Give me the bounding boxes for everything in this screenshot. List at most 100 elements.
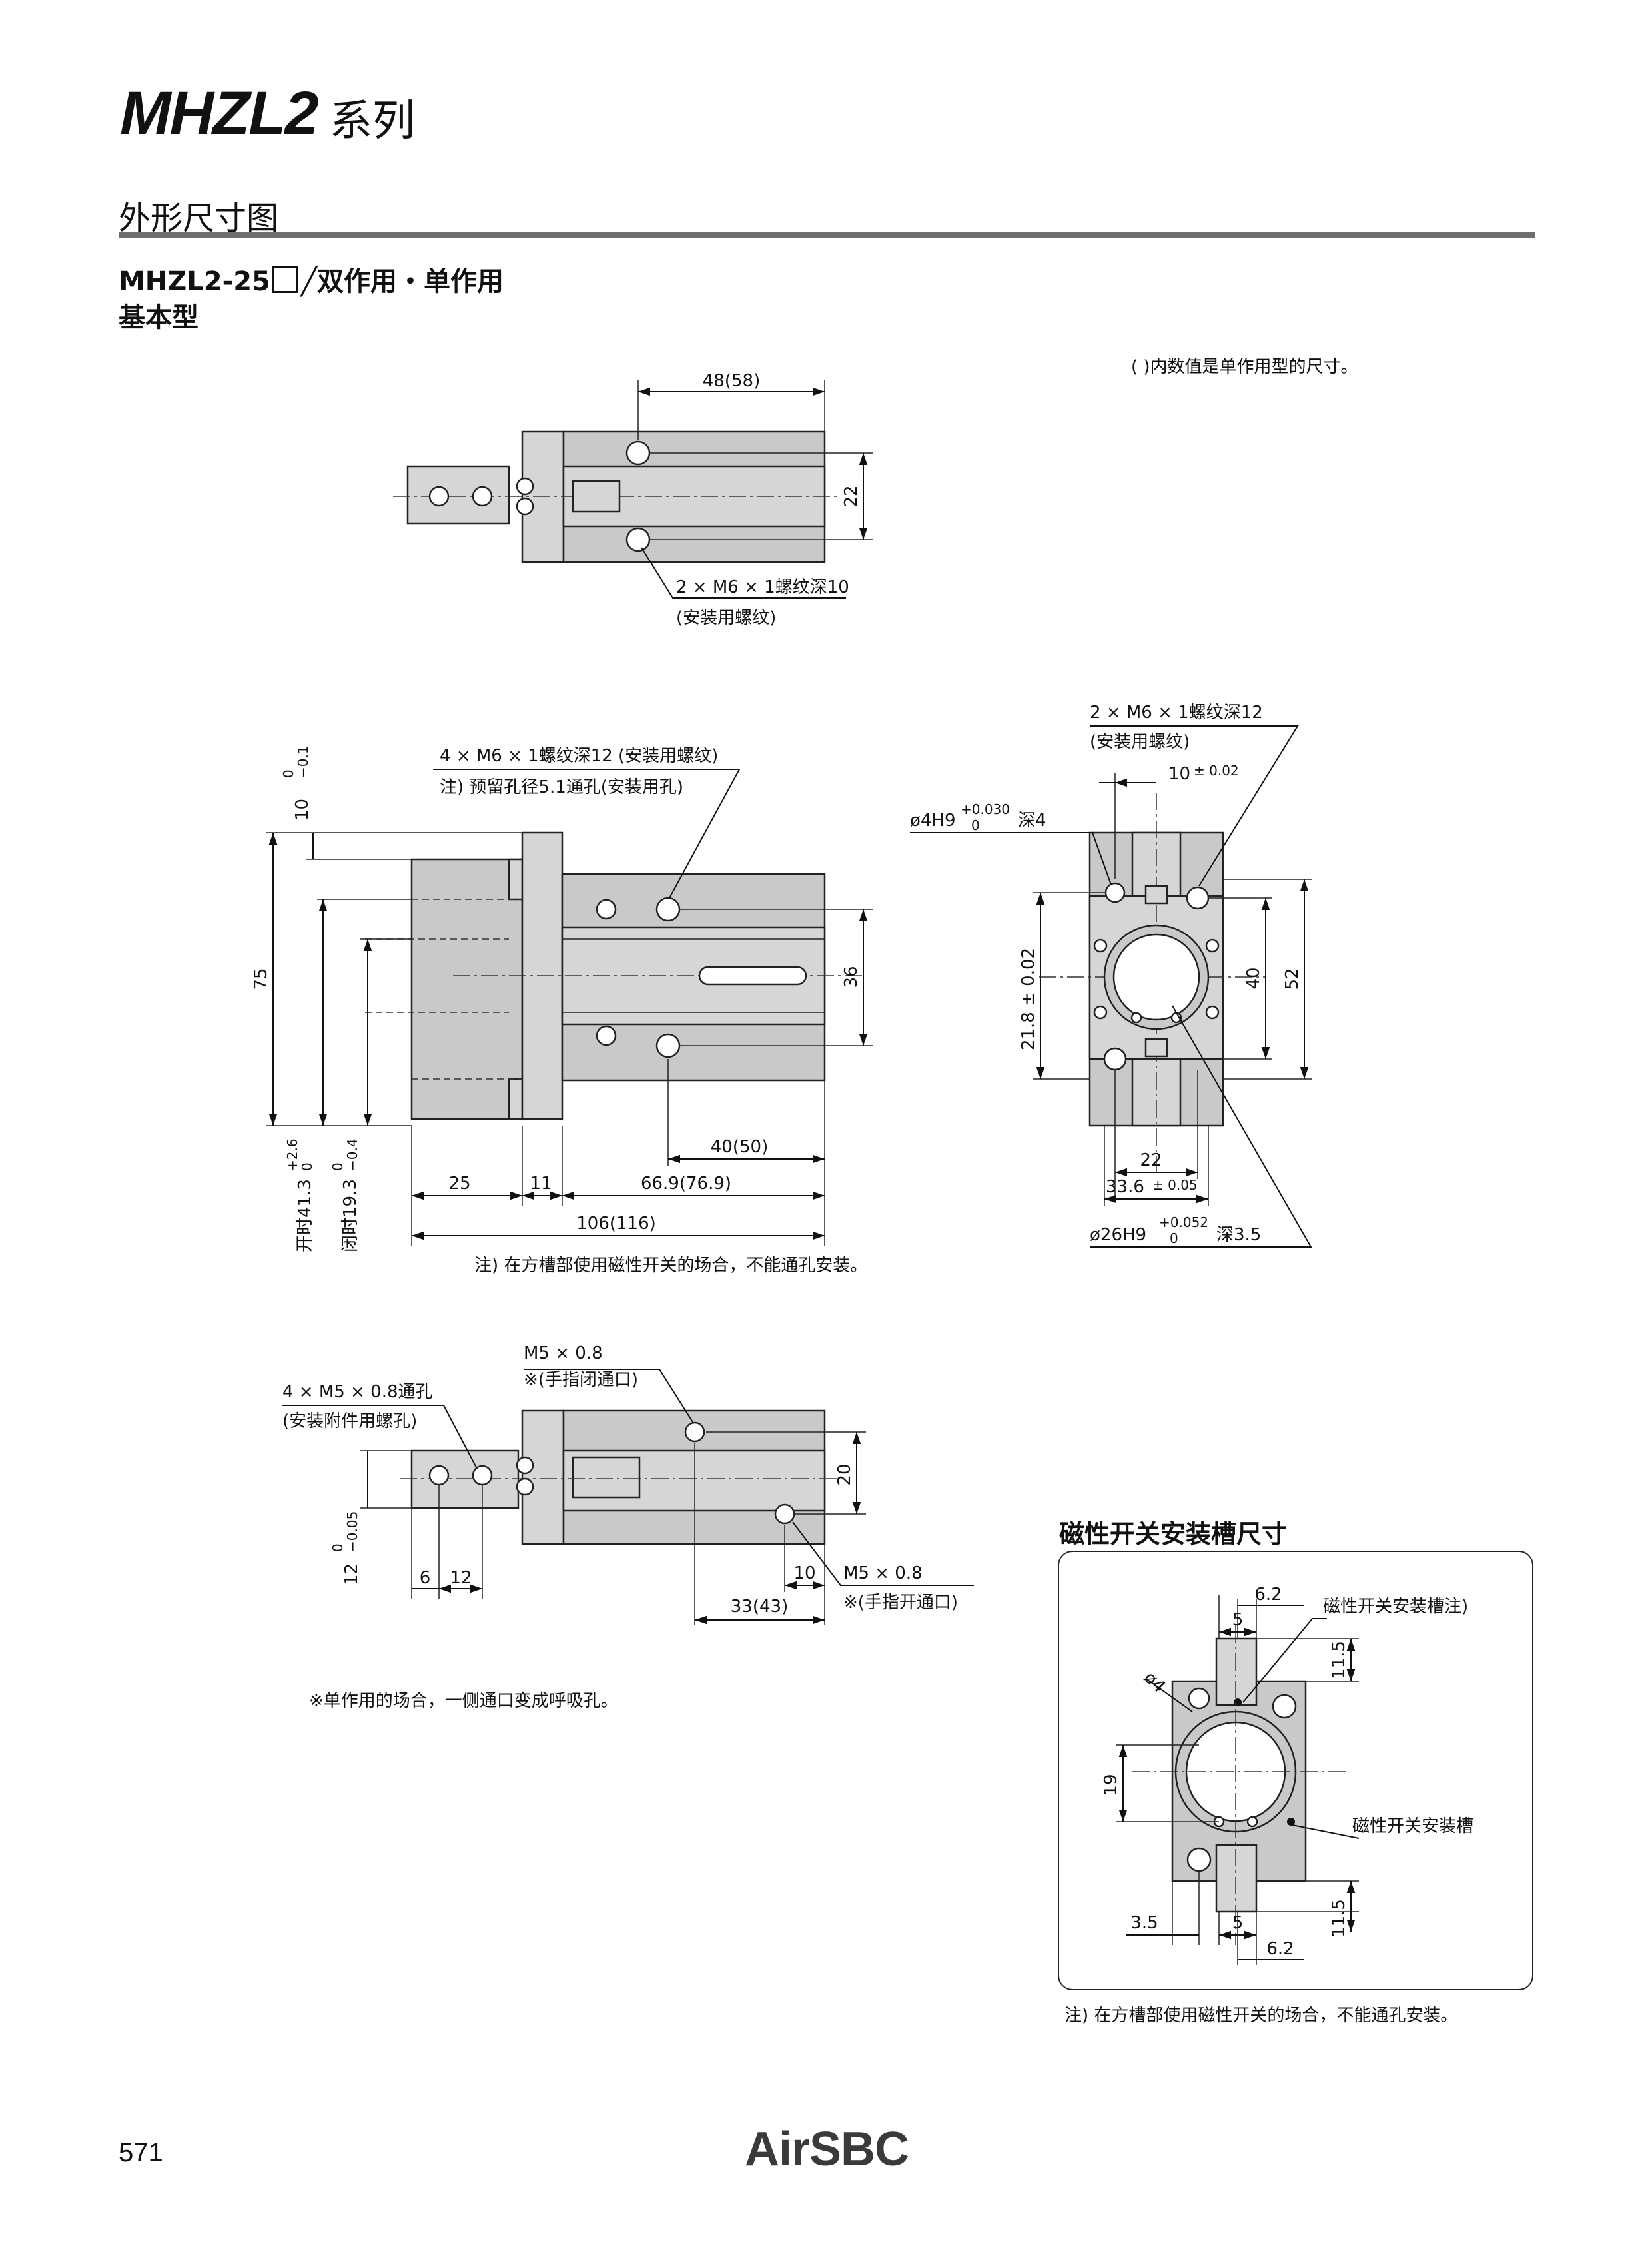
dim-25: 25 xyxy=(448,1174,470,1194)
open-dim: 开时41.3 xyxy=(295,1179,315,1252)
tol-12-lower: −0.05 xyxy=(344,1511,360,1552)
tol-10-upper: 0 xyxy=(280,769,296,778)
magnet-detail: 6.2 5 磁性开关安装槽注) 11.5 ø4 19 磁性开关安装槽 3.5 5… xyxy=(1101,1585,1473,1965)
dim-33: 33(43) xyxy=(731,1597,788,1617)
phi26-upper: +0.052 xyxy=(1159,1214,1208,1230)
series-suffix: 系列 xyxy=(330,97,415,146)
mag-slot-note-label: 磁性开关安装槽注) xyxy=(1323,1597,1468,1617)
mag-dim-6-2-top: 6.2 xyxy=(1254,1585,1282,1605)
mag-dim-19: 19 xyxy=(1101,1774,1121,1796)
bottom-callout-line1: 4 × M5 × 0.8通孔 xyxy=(282,1382,433,1402)
tol-12: 12 xyxy=(342,1563,362,1585)
dim-36: 36 xyxy=(841,966,861,988)
dim-12: 12 xyxy=(450,1568,472,1588)
finger-top xyxy=(406,465,510,525)
accessory-hole xyxy=(472,1465,493,1486)
mag-dim-5-top: 5 xyxy=(1232,1610,1244,1630)
front-note: 注) 在方槽部使用磁性开关的场合，不能通孔安装。 xyxy=(474,1256,867,1276)
model-heading: MHZL2-25 ╱双作用・单作用 xyxy=(119,260,504,298)
bottom-view: M5 × 0.8 ※(手指闭通口) 4 × M5 × 0.8通孔 (安装附件用螺… xyxy=(282,1343,974,1711)
mag-dim-11-5-bot: 11.5 xyxy=(1329,1899,1349,1938)
parenthesis-note: ( )内数值是单作用型的尺寸。 xyxy=(1131,357,1358,377)
side-dim-40: 40 xyxy=(1244,967,1264,989)
dim-106: 106(116) xyxy=(576,1214,656,1234)
tol-12-upper: 0 xyxy=(330,1543,346,1552)
section-divider xyxy=(119,232,1535,238)
accessory-hole xyxy=(428,1465,450,1486)
dim-10: 10 xyxy=(793,1563,815,1583)
bottom-callout-line2: (安装附件用螺孔) xyxy=(282,1411,417,1431)
m5-open-line2: ※(手指开通口) xyxy=(843,1593,958,1613)
phi26-label: ø26H9 xyxy=(1090,1225,1146,1245)
series-title: MHZL2 xyxy=(120,79,319,147)
phi4-label: ø4H9 xyxy=(910,811,956,831)
side-bore xyxy=(1112,933,1200,1021)
side-callout-line1: 2 × M6 × 1螺纹深12 xyxy=(1090,703,1263,723)
phi4-depth: 深4 xyxy=(1018,811,1046,831)
side-dim-22: 22 xyxy=(1140,1150,1162,1170)
phi26-lower: 0 xyxy=(1170,1230,1178,1246)
mount-thread-hole xyxy=(625,527,651,552)
finger-bottom xyxy=(410,1449,520,1509)
phi4-upper: +0.030 xyxy=(961,801,1010,817)
dim-20: 20 xyxy=(835,1463,855,1485)
side-dim-10-tol: ± 0.02 xyxy=(1194,763,1239,779)
front-callout-line2: 注) 预留孔径5.1通孔(安装用孔) xyxy=(440,777,683,797)
tol-10: 10 xyxy=(292,799,312,821)
closed-dim: 闭时19.3 xyxy=(340,1179,360,1252)
mount-hole xyxy=(655,897,681,922)
m5-open-line1: M5 × 0.8 xyxy=(843,1563,923,1583)
phi26-depth: 深3.5 xyxy=(1216,1225,1261,1245)
model-code: MHZL2-25 xyxy=(119,266,270,297)
m5-close-line1: M5 × 0.8 xyxy=(524,1343,603,1363)
type-heading: 基本型 xyxy=(119,302,199,333)
dim-6: 6 xyxy=(420,1568,431,1588)
front-callout-line1: 4 × M6 × 1螺纹深12 (安装用螺纹) xyxy=(440,746,718,766)
section-title: 外形尺寸图 xyxy=(119,200,279,237)
port-close xyxy=(684,1421,705,1443)
magnet-detail-frame xyxy=(1058,1551,1533,1990)
magnet-section-title: 磁性开关安装槽尺寸 xyxy=(1059,1519,1288,1549)
dim-75: 75 xyxy=(251,968,271,990)
magnet-note: 注) 在方槽部使用磁性开关的场合，不能通孔安装。 xyxy=(1064,2006,1457,2026)
side-dim-21-8: 21.8 ± 0.02 xyxy=(1019,948,1038,1050)
finger-hole xyxy=(472,486,493,507)
dim-40-50: 40(50) xyxy=(711,1137,768,1157)
model-mode: ╱双作用・单作用 xyxy=(300,266,504,297)
open-upper: +2.6 xyxy=(284,1138,300,1171)
closed-lower: −0.4 xyxy=(344,1138,360,1171)
mount-hole xyxy=(655,1033,681,1058)
dim-66-9: 66.9(76.9) xyxy=(641,1174,731,1194)
m5-close-line2: ※(手指闭通口) xyxy=(524,1370,638,1390)
mount-thread-hole xyxy=(625,440,651,466)
side-dim-52: 52 xyxy=(1282,968,1302,990)
open-lower: 0 xyxy=(299,1162,315,1171)
mag-dim-6-2-bot: 6.2 xyxy=(1266,1939,1294,1959)
mag-dim-3-5: 3.5 xyxy=(1130,1913,1158,1933)
finger-front xyxy=(410,858,524,1120)
phi4-lower: 0 xyxy=(971,817,980,833)
dim-22: 22 xyxy=(841,485,861,507)
tol-10-lower: −0.1 xyxy=(295,745,311,778)
front-view: 4 × M6 × 1螺纹深12 (安装用螺纹) 注) 预留孔径5.1通孔(安装用… xyxy=(251,745,873,1276)
side-callout-line2: (安装用螺纹) xyxy=(1090,732,1190,752)
dim-48: 48(58) xyxy=(703,371,760,391)
top-callout-line1: 2 × M6 × 1螺纹深10 xyxy=(676,577,849,597)
jaw-block-top xyxy=(521,430,565,563)
brand-logo: AirSBC xyxy=(745,2123,909,2176)
mount-hole-side xyxy=(1186,886,1210,910)
finger-hole xyxy=(428,486,450,507)
top-view: 48(58) 22 2 × M6 × 1螺纹深10 (安装用螺纹) xyxy=(393,371,873,628)
dim-11: 11 xyxy=(530,1174,552,1194)
model-placeholder-box xyxy=(271,266,298,293)
side-dim-10: 10 xyxy=(1168,764,1190,784)
side-view: 2 × M6 × 1螺纹深12 (安装用螺纹) 10 ± 0.02 ø4H9 +… xyxy=(910,703,1312,1248)
page-number: 571 xyxy=(119,2138,163,2167)
bottom-note: ※单作用的场合，一侧通口变成呼吸孔。 xyxy=(309,1691,618,1711)
pin-hole xyxy=(1104,882,1126,903)
side-dim-33-6: 33.6 xyxy=(1106,1177,1144,1197)
closed-upper: 0 xyxy=(330,1162,346,1171)
port-open xyxy=(774,1503,795,1525)
magnet-slot xyxy=(698,966,807,986)
